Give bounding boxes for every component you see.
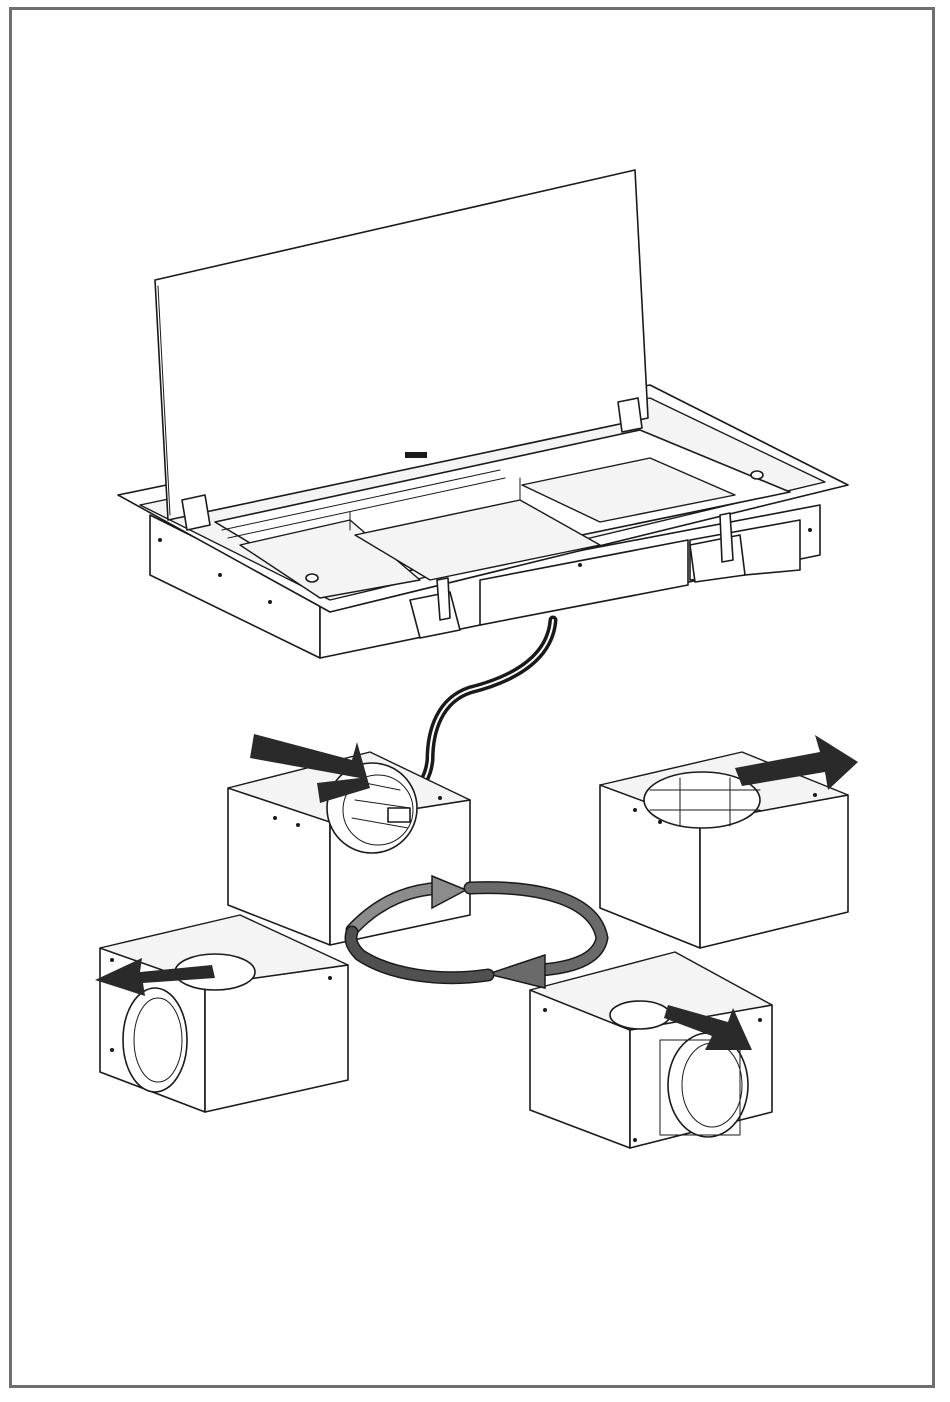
hood-unit [118, 170, 848, 658]
connection-cable [408, 620, 553, 795]
motor-unit-front-left [100, 915, 348, 1112]
motor-unit-rear-right [600, 752, 848, 948]
